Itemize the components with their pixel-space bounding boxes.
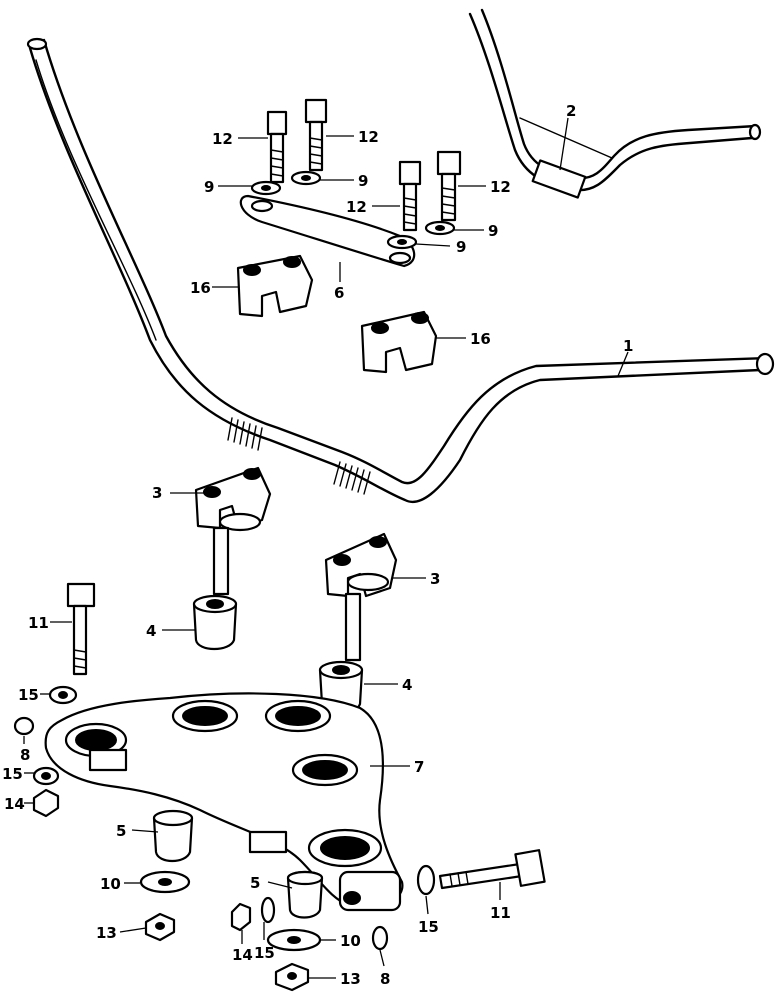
callout-7: 7 xyxy=(414,758,424,776)
callout-16a: 16 xyxy=(190,279,211,297)
callout-4a: 4 xyxy=(146,622,156,640)
upper-bolts-group xyxy=(250,98,462,250)
callout-12a: 12 xyxy=(212,130,233,148)
callout-15d: 15 xyxy=(418,918,439,936)
callout-14b: 14 xyxy=(232,946,253,964)
lower-holder-3b xyxy=(324,532,398,662)
callout-12c: 12 xyxy=(346,198,367,216)
handlebar-main xyxy=(26,37,775,503)
callout-5a: 5 xyxy=(116,822,126,840)
callout-15b: 15 xyxy=(2,765,23,783)
cushion-4a xyxy=(192,594,238,651)
cushion-5a xyxy=(152,809,194,863)
bolt-12a xyxy=(266,110,288,184)
callout-12b: 12 xyxy=(358,128,379,146)
leader-lines xyxy=(23,117,629,979)
callout-9d: 9 xyxy=(488,222,498,240)
bolt-11a xyxy=(66,582,96,676)
bolt-12b xyxy=(304,98,328,172)
washer-15d xyxy=(416,864,436,896)
spring-washer-8b xyxy=(371,925,389,951)
callout-16b: 16 xyxy=(470,330,491,348)
callout-11a: 11 xyxy=(28,614,49,632)
clamp-bridge-plate xyxy=(239,194,416,268)
callout-14a: 14 xyxy=(4,795,25,813)
callout-8b: 8 xyxy=(380,970,390,988)
callout-15c: 15 xyxy=(254,944,275,962)
upper-clamp-16a xyxy=(236,254,314,318)
lower-holder-3a xyxy=(194,466,272,596)
handlebar-alternate xyxy=(468,8,762,199)
callout-13a: 13 xyxy=(96,924,117,942)
callout-labels: 1 2 3 3 4 4 5 5 6 7 8 8 9 9 9 9 10 10 11… xyxy=(2,102,633,988)
callout-4b: 4 xyxy=(402,676,412,694)
callout-3b: 3 xyxy=(430,570,440,588)
bolt-12c xyxy=(398,160,422,232)
callout-9b: 9 xyxy=(358,172,368,190)
callout-6: 6 xyxy=(334,284,344,302)
callout-11b: 11 xyxy=(490,904,511,922)
callout-8a: 8 xyxy=(20,746,30,764)
callout-15a: 15 xyxy=(18,686,39,704)
spring-washer-8a xyxy=(13,716,35,736)
callout-13b: 13 xyxy=(340,970,361,988)
nut-14a xyxy=(32,788,60,818)
washer-15c xyxy=(260,896,276,924)
cushion-5b xyxy=(286,870,324,919)
callout-1: 1 xyxy=(623,337,633,355)
callout-9c: 9 xyxy=(456,238,466,256)
callout-10b: 10 xyxy=(340,932,361,950)
callout-10a: 10 xyxy=(100,875,121,893)
callout-9a: 9 xyxy=(204,178,214,196)
callout-2: 2 xyxy=(566,102,576,120)
bolt-12d xyxy=(436,150,462,222)
callout-5b: 5 xyxy=(250,874,260,892)
bolt-11b xyxy=(438,849,546,890)
callout-12d: 12 xyxy=(490,178,511,196)
nut-14b xyxy=(230,902,252,932)
callout-3a: 3 xyxy=(152,484,162,502)
top-bridge xyxy=(44,692,404,912)
upper-clamp-16b xyxy=(360,310,438,374)
